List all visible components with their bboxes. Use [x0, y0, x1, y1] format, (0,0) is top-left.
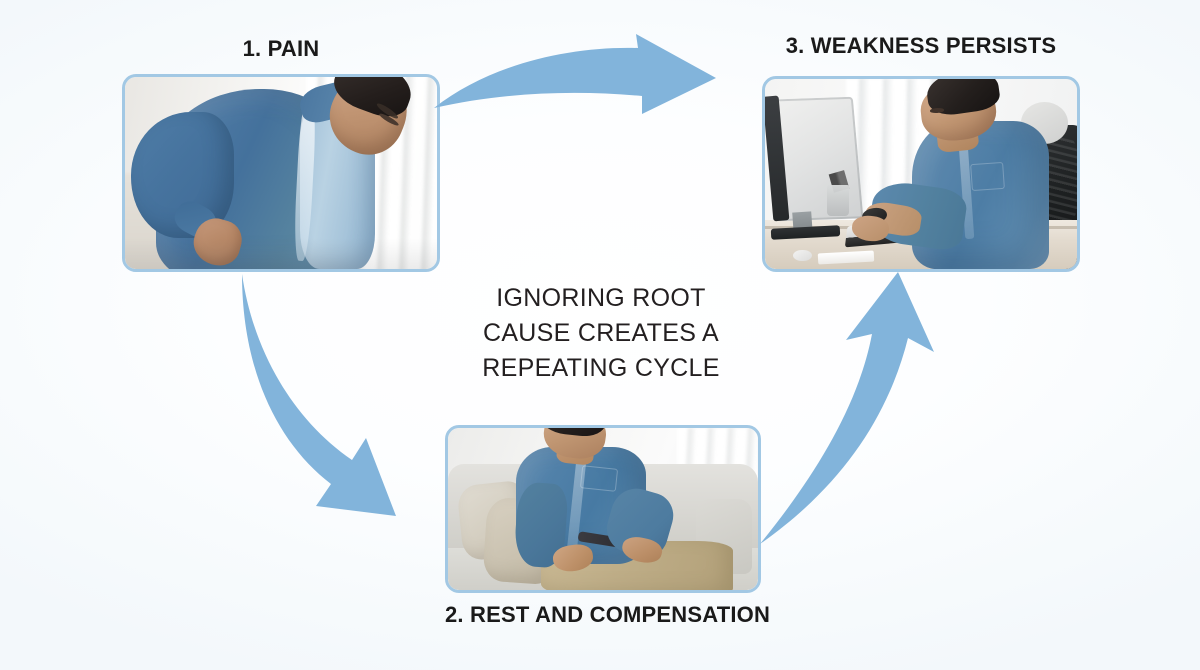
step-3-photo [765, 79, 1077, 269]
caption-line-3: REPEATING CYCLE [482, 354, 720, 382]
person-eye [930, 107, 945, 113]
shirt-pocket [580, 465, 619, 492]
center-caption: IGNORING ROOT CAUSE CREATES A REPEATING … [440, 281, 762, 386]
step-3-label: 3. WEAKNESS PERSISTS [785, 33, 1057, 58]
shirt-pocket [970, 161, 1005, 191]
step-1-photo [125, 77, 437, 269]
caption-line-1: IGNORING ROOT [496, 284, 706, 312]
step-2-label: 2. REST AND COMPENSATION [445, 602, 771, 627]
pencil-cup [827, 185, 850, 216]
step-1-label: 1. PAIN [242, 36, 320, 61]
curved-arrow-right-icon [434, 34, 716, 114]
step-2-photo-card [445, 425, 761, 593]
photo-vignette [125, 238, 437, 269]
step-3-photo-card [762, 76, 1080, 272]
earbuds-case [793, 250, 812, 262]
caption-line-2: CAUSE CREATES A [482, 319, 720, 347]
curved-arrow-up-icon [760, 272, 934, 544]
step-2-photo [448, 428, 758, 590]
curved-arrow-down-icon [242, 274, 396, 516]
step-1-photo-card [122, 74, 440, 272]
